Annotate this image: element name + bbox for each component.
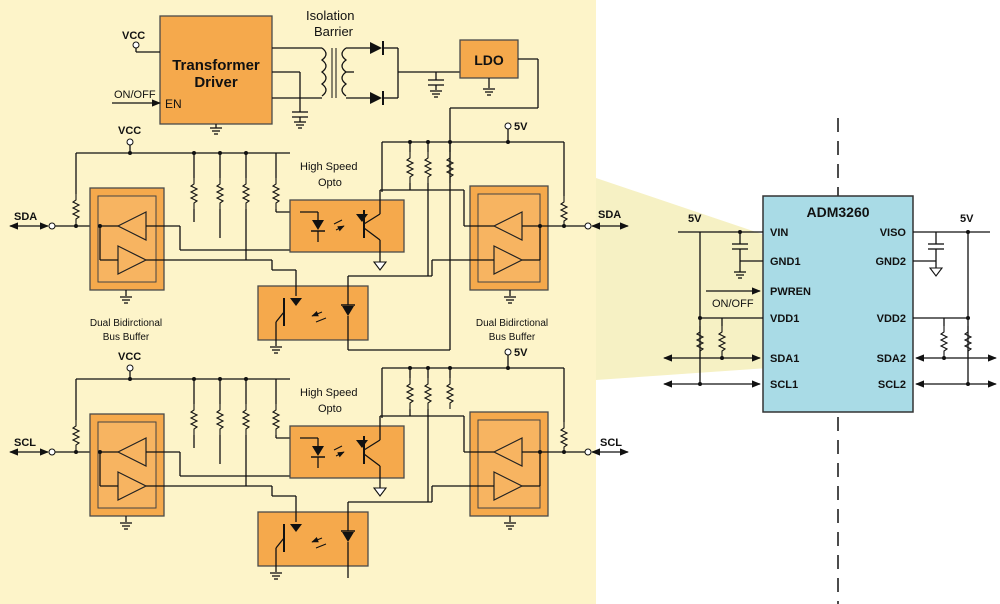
- zoom-callout: [596, 178, 768, 380]
- bus-buffer-label-left-1: Dual Bidirctional: [90, 318, 162, 329]
- on-off-label-chip: ON/OFF: [712, 298, 754, 310]
- pin-sda1: SDA1: [770, 353, 799, 365]
- ldo-block: [459, 39, 519, 79]
- scl-left-label: SCL: [14, 437, 36, 449]
- bus-buffer-label-left-2: Bus Buffer: [103, 332, 150, 343]
- pin-scl2: SCL2: [878, 379, 906, 391]
- pin-gnd2: GND2: [875, 256, 906, 268]
- rectifier-diodes: [370, 41, 460, 105]
- pin-viso: VISO: [880, 227, 907, 239]
- sda-opto-forward: [289, 199, 405, 253]
- sda-right-label: SDA: [598, 209, 621, 221]
- 5v-label-chip-left: 5V: [688, 213, 702, 225]
- pin-gnd1: GND1: [770, 256, 801, 268]
- pin-vdd2: VDD2: [877, 313, 906, 325]
- ldo-label: LDO: [474, 52, 504, 68]
- adm3260-chip-section: ADM3260 VIN GND1 PWREN VDD1 SDA1 SCL1 VI…: [663, 195, 997, 413]
- 5v-label-sda: 5V: [514, 121, 528, 133]
- isolation-label-1: Isolation: [306, 8, 354, 23]
- vcc-label-top: VCC: [122, 30, 145, 42]
- scl-right-label: SCL: [600, 437, 622, 449]
- high-speed-opto-label-3: High Speed: [300, 387, 358, 399]
- scl-channel: VCC High Speed Opto: [9, 347, 629, 580]
- sda-opto-reverse: [257, 285, 369, 341]
- vcc-label-scl: VCC: [118, 351, 141, 363]
- isolation-label-2: Barrier: [314, 24, 354, 39]
- scl-opto-forward: [289, 425, 405, 479]
- sda-channel: VCC SDA High Speed Opto: [9, 121, 629, 354]
- adm3260-chip: [762, 195, 914, 413]
- pin-pwren: PWREN: [770, 286, 811, 298]
- bus-buffer-label-right-1: Dual Bidirctional: [476, 318, 548, 329]
- scl-opto-reverse: [257, 511, 369, 567]
- high-speed-opto-label-1: High Speed: [300, 161, 358, 173]
- pin-scl1: SCL1: [770, 379, 798, 391]
- 5v-label-scl: 5V: [514, 347, 528, 359]
- bus-buffer-label-right-2: Bus Buffer: [489, 332, 536, 343]
- enable-pin-label: EN: [165, 97, 182, 111]
- transformer-driver-label-2: Driver: [194, 74, 238, 91]
- 5v-label-chip-right: 5V: [960, 213, 974, 225]
- transformer-driver-block: [159, 15, 273, 125]
- high-speed-opto-label-4: Opto: [318, 403, 342, 415]
- pin-vin: VIN: [770, 227, 788, 239]
- high-speed-opto-label-2: Opto: [318, 177, 342, 189]
- pin-sda2: SDA2: [877, 353, 906, 365]
- on-off-label-top: ON/OFF: [114, 89, 156, 101]
- junction-dots: [74, 140, 566, 454]
- sda-left-label: SDA: [14, 211, 37, 223]
- power-section: Transformer Driver EN VCC ON/OFF Isolati…: [112, 8, 539, 350]
- transformer-driver-label: Transformer: [172, 57, 260, 74]
- vcc-label-sda: VCC: [118, 125, 141, 137]
- transformer-symbol: [272, 47, 372, 129]
- chip-name: ADM3260: [806, 204, 869, 220]
- pin-vdd1: VDD1: [770, 313, 799, 325]
